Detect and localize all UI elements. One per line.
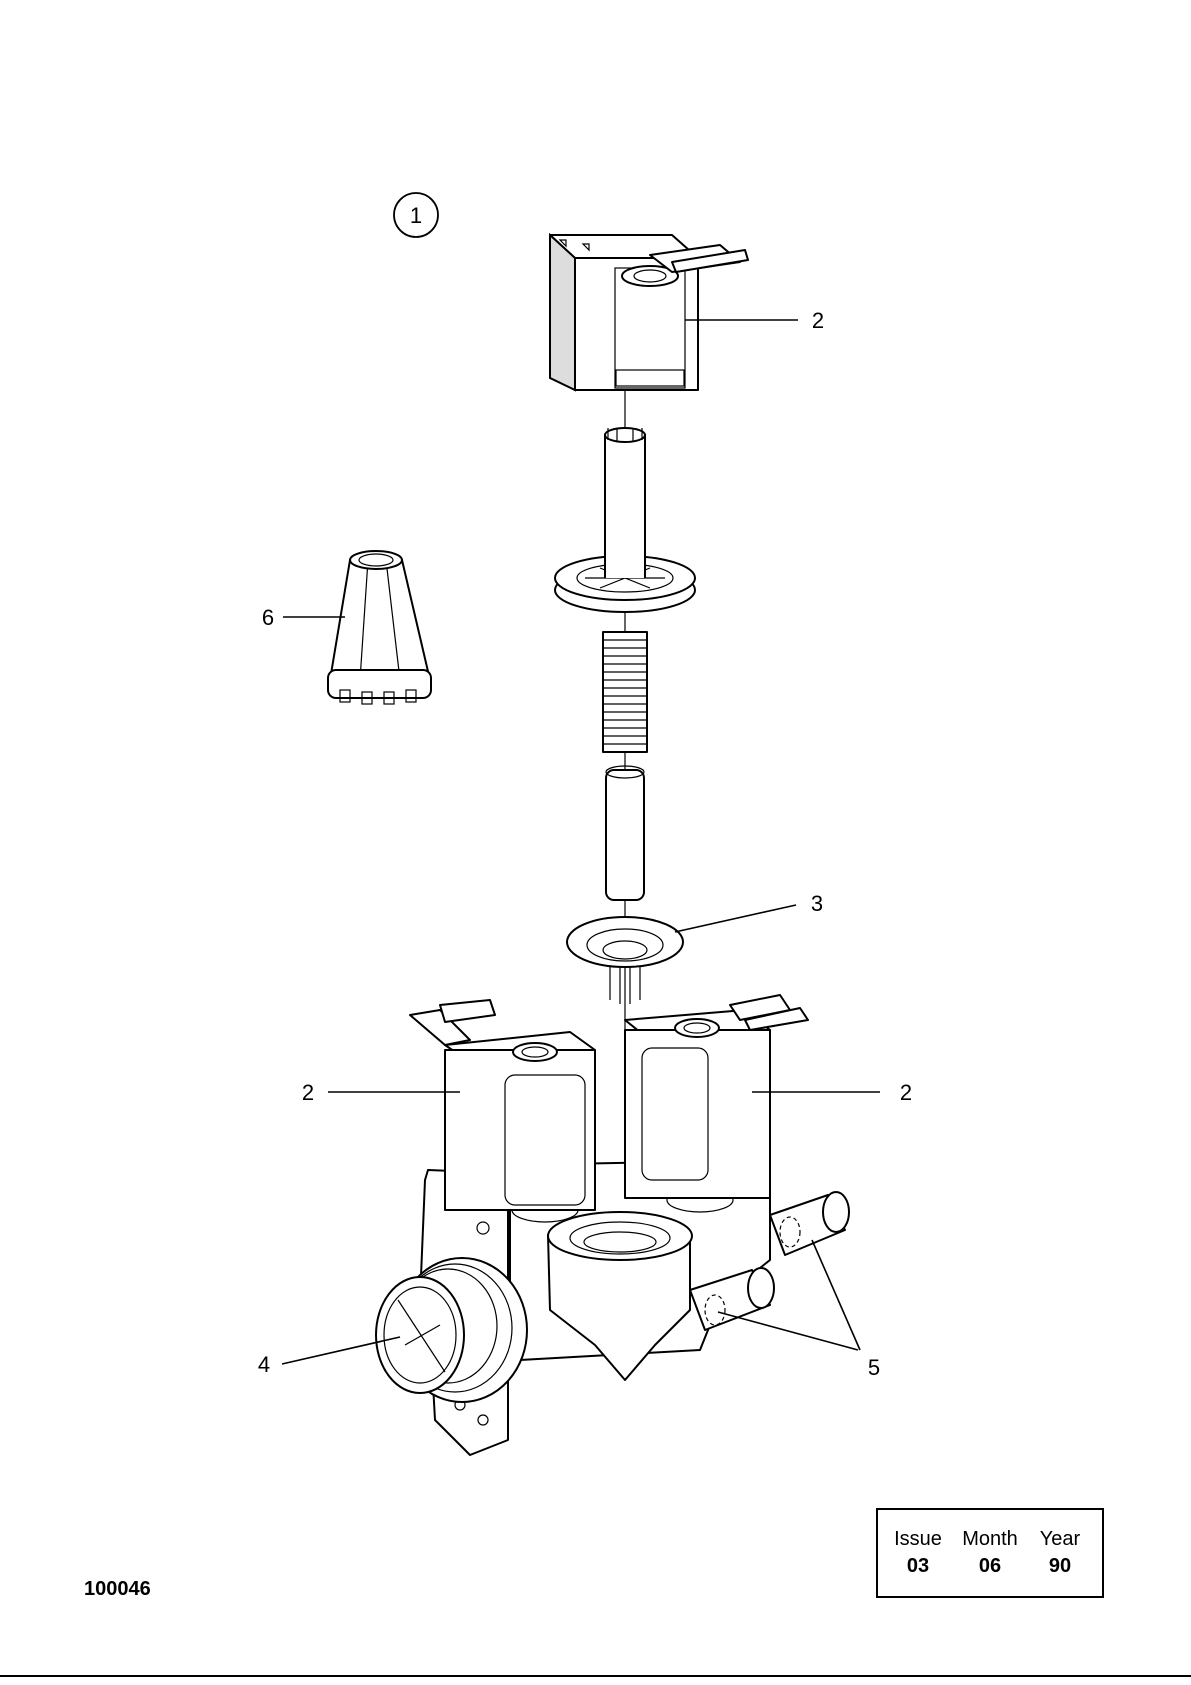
group-number-marker: 1: [394, 193, 438, 237]
callout-coil-left: 2: [302, 1080, 314, 1105]
month-value: 06: [952, 1555, 1028, 1578]
callout-outlets: 5: [868, 1355, 880, 1380]
year-column: Year 90: [1022, 1528, 1098, 1578]
protective-cap: [328, 551, 431, 704]
leader-line-outlet-b: [718, 1312, 858, 1350]
leader-line-seal: [675, 905, 796, 932]
leader-line-outlet-a: [812, 1240, 860, 1350]
year-value: 90: [1022, 1555, 1098, 1578]
threaded-inlet: [376, 1258, 527, 1402]
month-label: Month: [952, 1528, 1028, 1551]
month-column: Month 06: [952, 1528, 1028, 1578]
year-label: Year: [1022, 1528, 1098, 1551]
group-number: 1: [410, 203, 422, 228]
callout-inlet: 4: [258, 1352, 270, 1377]
tube-flange: [555, 540, 695, 612]
issue-column: Issue 03: [880, 1528, 956, 1578]
issue-label: Issue: [880, 1528, 956, 1551]
callout-cap: 6: [262, 605, 274, 630]
callout-seal: 3: [811, 891, 823, 916]
issue-date-box: Issue 03 Month 06 Year 90: [876, 1508, 1104, 1598]
issue-value: 03: [880, 1555, 956, 1578]
plunger: [606, 766, 644, 900]
solenoid-coil-right: [625, 995, 808, 1198]
callout-coil-top: 2: [812, 308, 824, 333]
bottom-rule: [0, 1675, 1191, 1677]
plunger-spring: [603, 632, 647, 752]
document-number: 100046: [84, 1578, 151, 1601]
callout-coil-right: 2: [900, 1080, 912, 1105]
solenoid-coil-top: [550, 235, 748, 390]
